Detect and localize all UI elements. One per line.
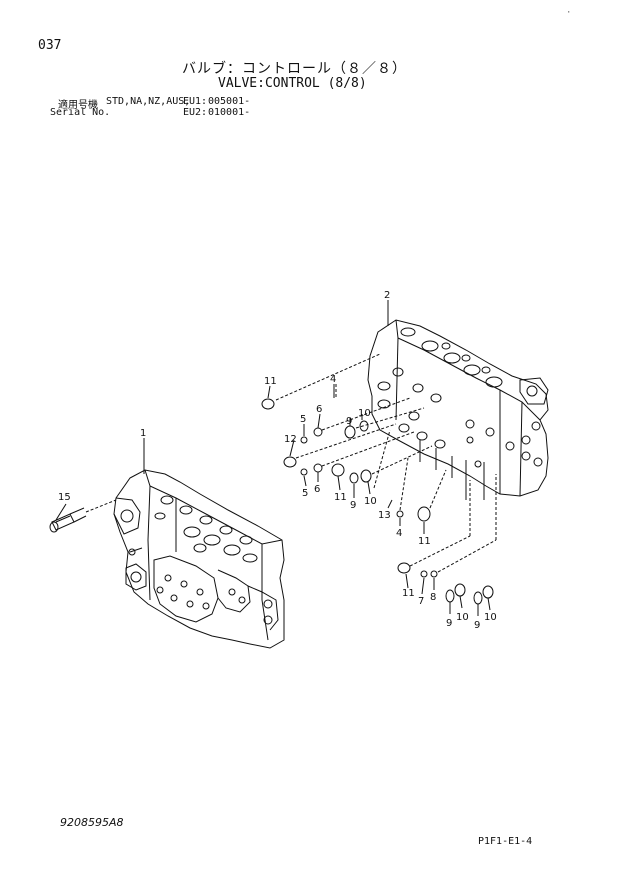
eu2-value: 010001- (208, 107, 251, 118)
callout-11: 11 (334, 492, 347, 503)
callout-10: 10 (484, 612, 497, 623)
callout-10: 10 (456, 612, 469, 623)
callout-9: 9 (350, 500, 356, 511)
callout-1: 1 (140, 428, 146, 439)
callout-11: 11 (264, 376, 277, 387)
callout-12: 12 (284, 434, 297, 445)
callout-4: 4 (330, 374, 336, 385)
valve-body-left (113, 469, 285, 649)
callout-9: 9 (346, 416, 352, 427)
title-english: VALVE:CONTROL (8/8) (218, 76, 367, 91)
valve-body-right (367, 319, 549, 500)
callout-labels: 1 2 15 11 4 6 5 12 9 10 5 6 11 9 10 13 4… (58, 290, 497, 631)
corner-mark: · (566, 8, 572, 18)
callout-5: 5 (300, 414, 306, 425)
callout-11: 11 (402, 588, 415, 599)
applicable-label: 適用号機 (58, 100, 98, 111)
callout-7: 7 (418, 596, 424, 607)
document-number: 9208595A8 (60, 816, 124, 829)
callout-8: 8 (430, 592, 436, 603)
page-code: P1F1-E1-4 (478, 836, 533, 847)
eu1-value: 005001- (208, 96, 251, 107)
bolt (49, 499, 117, 533)
callout-4: 4 (396, 528, 402, 539)
callout-2: 2 (384, 290, 390, 301)
callout-10: 10 (364, 496, 377, 507)
title-japanese: バルブ：コントロール（８／８） (182, 61, 407, 77)
callout-13: 13 (378, 510, 391, 521)
callout-5: 5 (302, 488, 308, 499)
applicable-models: STD,NA,NZ,AUS, (106, 96, 191, 107)
callout-11: 11 (418, 536, 431, 547)
serial-label: Serial No. (50, 107, 111, 118)
callout-15: 15 (58, 492, 71, 503)
callout-6: 6 (314, 484, 320, 495)
callout-6: 6 (316, 404, 322, 415)
callout-10: 10 (358, 408, 371, 419)
page-number: 037 (38, 38, 62, 53)
callout-9: 9 (446, 618, 452, 629)
eu2-label: EU2: (183, 107, 208, 118)
guide-lines (275, 353, 497, 573)
callout-9: 9 (474, 620, 480, 631)
eu1-label: EU1: (183, 96, 208, 107)
leader-lines (55, 300, 491, 616)
